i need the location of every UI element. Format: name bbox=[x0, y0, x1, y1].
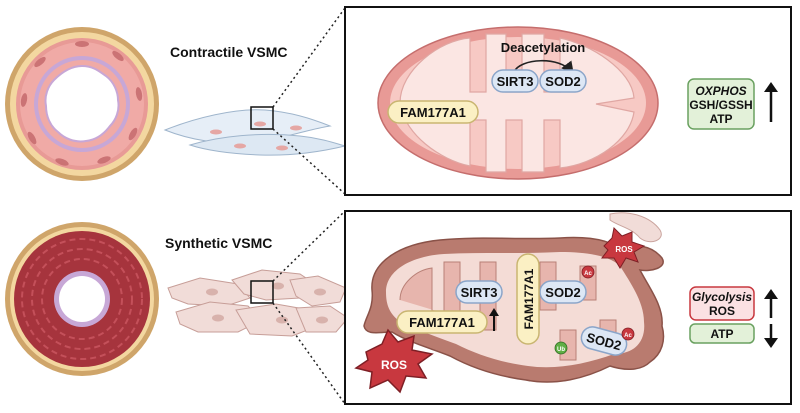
sod2-label-bottom-a: SOD2 bbox=[545, 285, 580, 300]
atp-label-bottom: ATP bbox=[710, 327, 733, 341]
ros-large-label: ROS bbox=[381, 358, 407, 372]
atp-label-top: ATP bbox=[709, 112, 732, 126]
up-arrow-icon bbox=[489, 308, 499, 331]
zoom-line bbox=[272, 7, 346, 108]
down-arrow-icon bbox=[764, 324, 778, 348]
svg-text:Ub: Ub bbox=[557, 347, 565, 353]
contractile-vsmc-label: Contractile VSMC bbox=[170, 44, 287, 60]
synthetic-cells bbox=[167, 269, 349, 337]
sod2-label: SOD2 bbox=[545, 74, 580, 89]
svg-text:Ac: Ac bbox=[584, 271, 592, 277]
up-arrow-icon bbox=[764, 289, 778, 318]
ros-small-label: ROS bbox=[615, 245, 633, 254]
up-arrow-icon bbox=[764, 82, 778, 122]
ros-burst-large: ROS bbox=[354, 328, 434, 394]
synthetic-vessel bbox=[5, 222, 159, 376]
synthetic-vsmc-label: Synthetic VSMC bbox=[165, 235, 272, 251]
deacetylation-label: Deacetylation bbox=[501, 40, 586, 55]
fam177a1-vertical-label: FAM177A1 bbox=[522, 268, 536, 329]
oxphos-label: OXPHOS bbox=[695, 84, 746, 98]
fam177a1-label: FAM177A1 bbox=[400, 105, 466, 120]
zoom-box-top bbox=[250, 106, 274, 130]
outcome-box-top bbox=[687, 78, 755, 130]
sod2-pill bbox=[539, 69, 587, 93]
sirt3-pill-bottom bbox=[455, 280, 503, 304]
outcome-box-glycolysis bbox=[689, 286, 755, 321]
zoom-line bbox=[272, 210, 346, 282]
sirt3-label: SIRT3 bbox=[497, 74, 534, 89]
sod2-pill-bottom-b bbox=[580, 326, 628, 356]
fam177a1-pill bbox=[387, 100, 479, 124]
glycolysis-label: Glycolysis bbox=[692, 290, 752, 304]
outcome-box-atp bbox=[689, 323, 755, 344]
sirt3-pill bbox=[491, 69, 539, 93]
acetyl-marker: Ac bbox=[581, 265, 595, 279]
svg-text:Ac: Ac bbox=[624, 333, 632, 339]
zoom-line bbox=[272, 128, 346, 195]
ros-outcome-label: ROS bbox=[709, 304, 735, 318]
gsh-label: GSH/GSSH bbox=[689, 98, 752, 112]
fam177a1-label-bottom: FAM177A1 bbox=[409, 315, 475, 330]
contractile-vessel bbox=[5, 27, 159, 181]
fam177a1-vertical-pill bbox=[516, 253, 540, 345]
sod2-pill-bottom-a bbox=[539, 280, 587, 304]
healthy-mitochondrion bbox=[377, 26, 659, 180]
ros-burst-small: ROS bbox=[601, 226, 646, 269]
deacetylation-arrow bbox=[513, 60, 574, 75]
zoom-line bbox=[272, 302, 346, 405]
fam177a1-pill-bottom bbox=[396, 310, 488, 334]
zoom-box-bottom bbox=[250, 280, 274, 304]
sirt3-label-bottom: SIRT3 bbox=[461, 285, 498, 300]
acetyl-marker: Ac bbox=[621, 327, 635, 341]
ubiquitin-marker: Ub bbox=[554, 341, 568, 355]
contractile-cells bbox=[163, 106, 347, 156]
